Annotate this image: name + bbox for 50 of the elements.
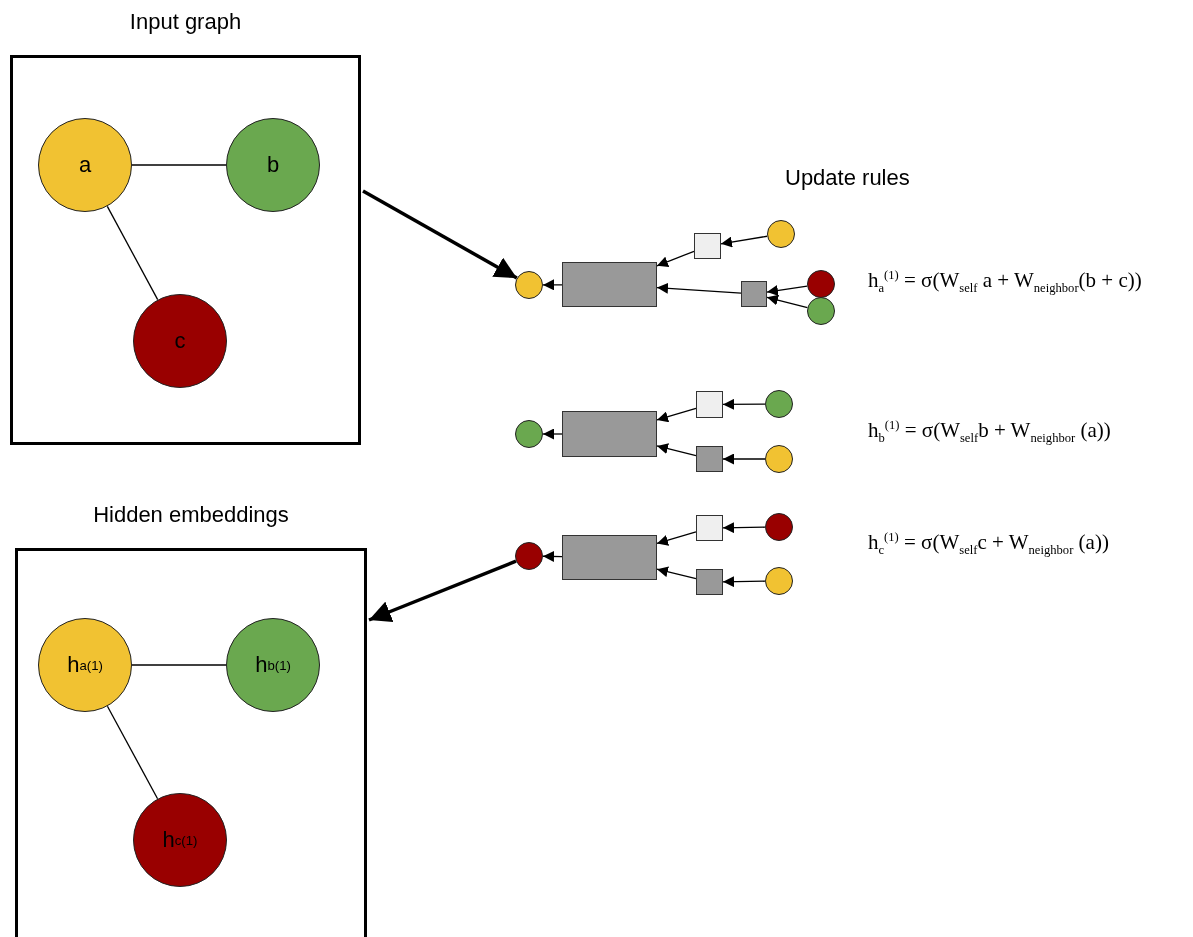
arrow (656, 566, 697, 580)
arrow (722, 576, 766, 588)
arrow (656, 443, 697, 457)
update-equation: h$_{b}$$^{(1)}$ = σ(W$_{self}$b + W$_{neighbor}$ (a)) (868, 418, 1111, 447)
arrow (362, 189, 518, 280)
graph-node: a (38, 118, 132, 212)
layer-box (562, 535, 657, 580)
arrow (722, 522, 766, 534)
arrow (766, 285, 808, 296)
arrow (766, 294, 809, 309)
node-circle (807, 297, 835, 325)
update-equation: h$_{a}$$^{(1)}$ = σ(W$_{self}$ a + W$_{neighbor}$(b + c)) (868, 268, 1142, 297)
layer-box (562, 262, 657, 307)
arrow (542, 428, 563, 440)
layer-box (562, 411, 657, 457)
node-circle (515, 542, 543, 570)
arrow (656, 250, 695, 267)
node-circle (765, 390, 793, 418)
panel-title: Hidden embeddings (92, 502, 290, 528)
edge-line (131, 664, 227, 666)
arrow (542, 550, 563, 562)
node-circle (765, 445, 793, 473)
weight-square (696, 446, 723, 472)
arrow (720, 235, 768, 248)
weight-square (694, 233, 721, 259)
node-circle (515, 420, 543, 448)
weight-square (696, 391, 723, 418)
graph-node: b (226, 118, 320, 212)
node-circle (765, 567, 793, 595)
edge-line (131, 164, 227, 166)
edge-line (106, 705, 159, 800)
update-equation: h$_{c}$$^{(1)}$ = σ(W$_{self}$c + W$_{neighbor}$ (a)) (868, 530, 1109, 559)
graph-node: c (133, 294, 227, 388)
weight-square (696, 569, 723, 595)
arrow (368, 559, 517, 623)
weight-square (696, 515, 723, 541)
edge-line (106, 205, 159, 301)
node-circle (765, 513, 793, 541)
node-circle (767, 220, 795, 248)
node-circle (515, 271, 543, 299)
arrow (722, 398, 766, 410)
arrow (656, 531, 697, 546)
section-title: Update rules (785, 165, 910, 191)
node-circle (807, 270, 835, 298)
arrow (656, 407, 697, 423)
arrow (542, 279, 563, 291)
weight-square (741, 281, 767, 307)
arrow (656, 282, 742, 294)
arrow (722, 453, 766, 465)
panel-title: Input graph (128, 9, 243, 35)
